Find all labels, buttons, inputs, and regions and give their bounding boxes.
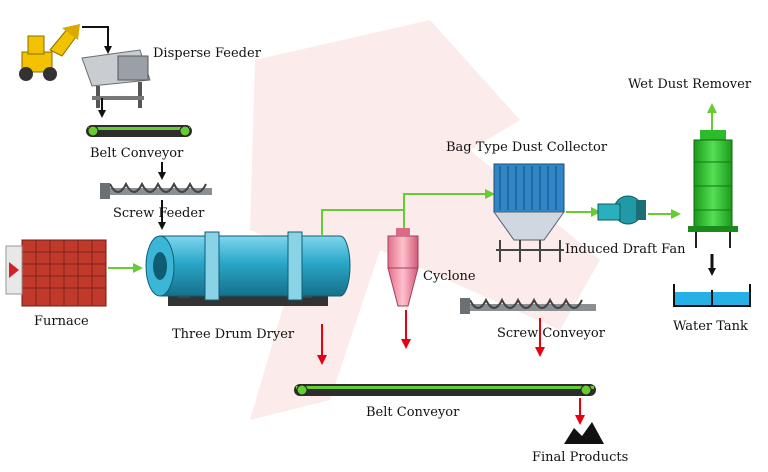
screw-conveyor-icon	[460, 297, 596, 314]
label-belt-conveyor-top: Belt Conveyor	[90, 146, 184, 161]
label-final-products: Final Products	[532, 450, 629, 465]
label-furnace: Furnace	[34, 314, 89, 329]
draft-fan-icon	[597, 195, 646, 225]
label-disperse-feeder: Disperse Feeder	[153, 46, 261, 61]
wet-scrubber-icon	[688, 130, 738, 248]
belt-conveyor-icon	[86, 125, 192, 137]
cyclone-icon	[387, 228, 419, 307]
label-cyclone: Cyclone	[423, 269, 476, 284]
label-induced-draft-fan: Induced Draft Fan	[565, 242, 686, 257]
label-three-drum-dryer: Three Drum Dryer	[172, 327, 295, 342]
final-products-icon	[564, 422, 604, 444]
furnace-icon	[5, 239, 107, 307]
screw-feeder-icon	[100, 181, 212, 199]
drum-dryer-icon	[145, 231, 351, 306]
duct-dryer-to-cyclone	[321, 209, 405, 236]
duct-to-collector	[403, 189, 495, 210]
belt-conveyor-bottom-icon	[294, 384, 596, 396]
flow-arrow-loader-to-feeder	[82, 26, 112, 54]
label-water-tank: Water Tank	[673, 319, 748, 334]
label-belt-conveyor-bottom: Belt Conveyor	[366, 405, 460, 420]
dust-collector-icon	[493, 163, 565, 262]
label-screw-conveyor: Screw Conveyor	[497, 326, 605, 341]
label-screw-feeder: Screw Feeder	[113, 206, 205, 221]
label-bag-type-dust-collector: Bag Type Dust Collector	[446, 140, 608, 155]
disperse-feeder-icon	[81, 49, 151, 108]
water-tank-icon	[673, 284, 751, 307]
watermark-logo	[250, 20, 600, 420]
loader-icon	[19, 24, 80, 81]
label-wet-dust-remover: Wet Dust Remover	[628, 77, 752, 92]
